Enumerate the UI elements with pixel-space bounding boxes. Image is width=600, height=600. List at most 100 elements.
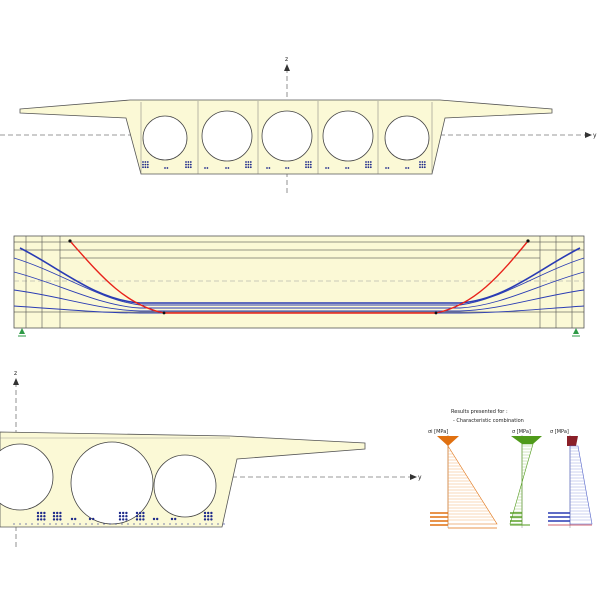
- strand-dot: [205, 523, 207, 525]
- strand-dot: [245, 161, 247, 163]
- strand-dot: [419, 163, 421, 166]
- strand-dot: [91, 523, 93, 525]
- strand-dot: [423, 166, 426, 169]
- strand-dot: [169, 523, 171, 525]
- cross-section-view: y z: [0, 56, 597, 195]
- strand-dot: [203, 518, 207, 521]
- strand-dot: [166, 167, 169, 169]
- zoom-void-1: [0, 443, 54, 511]
- strand-dot: [187, 161, 190, 163]
- tendon-anchors: [68, 239, 530, 315]
- strand-dot: [367, 166, 370, 169]
- support-right-icon: [572, 328, 580, 337]
- strand-dot: [305, 163, 307, 166]
- results-combination: - Characteristic combination: [453, 418, 524, 424]
- strand-dot: [164, 167, 166, 169]
- strand-dot: [135, 511, 139, 515]
- strand-dot: [307, 166, 310, 169]
- zoomed-section-view: y z: [0, 370, 422, 548]
- strand-dot: [125, 511, 128, 515]
- strand-dot: [135, 518, 139, 521]
- strand-dot: [227, 167, 230, 169]
- strand-dot: [36, 518, 40, 521]
- strand-dot: [193, 523, 195, 525]
- strand-dot: [365, 166, 367, 169]
- strand-dot: [144, 166, 147, 169]
- strand-dot: [210, 518, 213, 521]
- strand-dot: [309, 163, 312, 166]
- strand-dot: [285, 167, 287, 169]
- strand-dot: [118, 518, 122, 521]
- strand-dot: [268, 167, 271, 169]
- strand-dot: [122, 518, 125, 521]
- strand-dot: [127, 523, 129, 525]
- strand-dot: [152, 517, 156, 521]
- zoom-z-axis-arrow: [13, 378, 19, 385]
- strand-dot: [211, 523, 213, 525]
- strand-dot: [19, 523, 21, 525]
- web-lines: [140, 101, 433, 174]
- strand-dot: [59, 511, 62, 515]
- strand-dot: [407, 167, 410, 169]
- results-panel: Results presented for : - Characteristic…: [428, 409, 593, 529]
- strand-dot: [345, 167, 347, 169]
- zoom-void-3: [153, 454, 217, 518]
- strand-dot: [56, 518, 59, 521]
- strand-dot: [88, 517, 92, 521]
- void-1: [142, 115, 188, 161]
- strand-dot: [189, 161, 192, 163]
- strand-dot: [421, 163, 424, 166]
- strand-dot: [175, 523, 177, 525]
- strand-dot: [67, 523, 69, 525]
- strand-dot: [125, 515, 128, 518]
- stress-unit-3: σ [MPa]: [550, 429, 569, 435]
- strand-dot: [146, 163, 149, 166]
- strand-dot: [103, 523, 105, 525]
- strand-dot: [145, 523, 147, 525]
- strand-dot: [210, 515, 213, 518]
- strand-dot: [245, 166, 247, 169]
- stress-diagram-1: σi [MPa]: [428, 429, 498, 529]
- strand-dot: [309, 161, 312, 163]
- strand-dot: [206, 167, 209, 169]
- strand-dot: [97, 523, 99, 525]
- y-axis-label: y: [593, 132, 597, 139]
- strand-dot: [135, 515, 139, 518]
- strand-dot: [73, 523, 75, 525]
- strand-dot: [151, 523, 153, 525]
- strand-dot: [144, 161, 147, 163]
- strand-dot: [249, 163, 252, 166]
- elevation-view: [13, 235, 585, 337]
- strand-dot: [247, 166, 250, 169]
- strand-dot: [367, 161, 370, 163]
- strand-dot: [210, 511, 213, 515]
- strand-dot: [55, 523, 57, 525]
- strand-dot: [203, 515, 207, 518]
- strand-dot: [287, 167, 290, 169]
- zoom-voids: [0, 441, 217, 525]
- strand-dot: [121, 523, 123, 525]
- strand-dot: [307, 163, 310, 166]
- prestress-strands-top: [142, 161, 426, 169]
- strand-dot: [207, 511, 210, 515]
- zoom-y-axis-label: y: [418, 474, 422, 481]
- strand-dot: [139, 511, 142, 515]
- strand-dot: [59, 515, 62, 518]
- strand-dot: [43, 518, 46, 521]
- strand-dot: [122, 515, 125, 518]
- strand-dot: [185, 166, 187, 169]
- void-2: [201, 110, 253, 162]
- strand-dot: [199, 523, 201, 525]
- zoom-void-2: [70, 441, 154, 525]
- strand-dot: [419, 166, 421, 169]
- strand-dot: [40, 511, 43, 515]
- strand-dot: [423, 163, 426, 166]
- strand-dot: [52, 515, 56, 518]
- strand-dot: [387, 167, 390, 169]
- results-heading: Results presented for :: [451, 409, 508, 415]
- strand-dot: [146, 166, 149, 169]
- strand-dot: [142, 163, 144, 166]
- circular-voids: [142, 110, 430, 162]
- strand-dot: [207, 515, 210, 518]
